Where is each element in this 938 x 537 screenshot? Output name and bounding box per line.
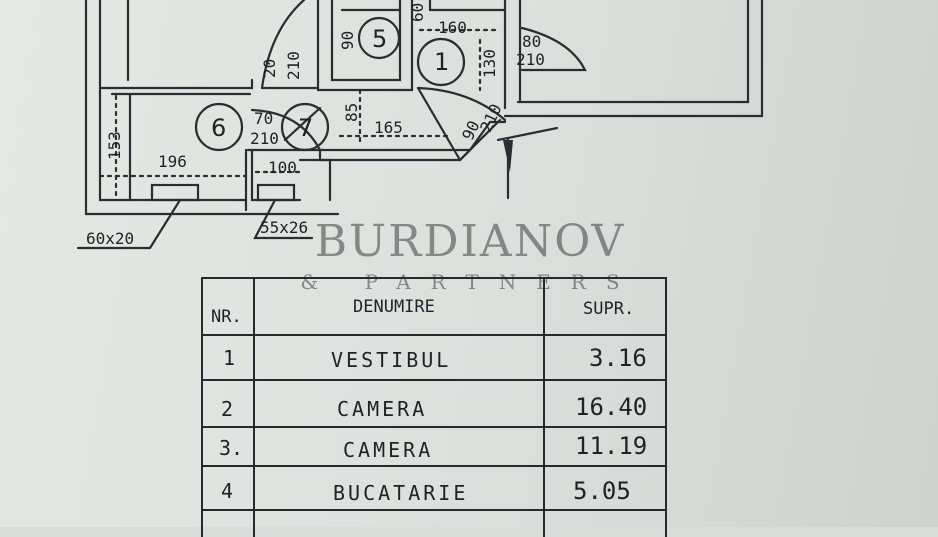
door-arc-room7 [283,106,322,142]
table-header-row: NR. DENUMIRE SUPR. [203,279,665,336]
table-col-divider-2 [543,279,545,537]
row-nr: 4 [221,479,234,503]
leader-55x26 [253,198,314,240]
door-arc-room3 [520,26,587,72]
row-area: 16.40 [575,393,648,421]
dim-label-153: 153 [105,131,124,160]
room-circle-7 [280,102,330,152]
table-row: 4 BUCATARIE 5.05 [203,467,665,511]
dim-label-210-door6: 210 [250,129,279,148]
wall-entrance [468,120,507,152]
dim-label-130: 130 [480,49,499,78]
row-nr: 2 [221,397,234,421]
north-arrow-head [503,140,513,172]
wall-hall-step [318,148,472,162]
dim-label-55x26: 55x26 [260,218,309,237]
dim-label-196: 196 [158,152,187,171]
dim-label-70: 70 [254,109,274,128]
wall-right-room [516,0,750,104]
room-circle-1 [416,37,466,87]
header-area: SUPR. [583,299,635,319]
table-row: 1 VESTIBUL 3.16 [203,336,665,381]
north-arrow-line [496,126,559,142]
row-nr: 1 [223,346,236,370]
door-leaf-entrance [416,86,462,162]
wall-outer-left [84,0,340,216]
wall-room6-top [98,78,254,90]
dim-label-20: 20 [260,58,279,78]
door-arc-room6 [250,108,322,152]
door-arc-entrance [416,86,507,122]
radiator-box-kitchen [150,183,200,202]
dim-label-210-door1: 210 [516,50,545,69]
dim-label-165: 165 [374,118,403,137]
row-area: 11.19 [575,432,648,460]
dim-label-160: 160 [438,18,467,37]
row-name: CAMERA [343,438,434,462]
dim-label-100: 100 [268,158,297,177]
table-row: 3. CAMERA 11.19 [203,428,665,467]
wall-entrance2 [458,118,502,162]
room-number-1: 1 [434,48,450,76]
header-name: DENUMIRE [353,297,435,317]
wall-hall-bottom2 [298,158,332,202]
header-nr: NR. [211,307,242,327]
dim-label-60x20: 60x20 [86,229,135,248]
row-name: VESTIBUL [331,348,452,372]
row-area: 3.16 [589,344,647,372]
dim-label-80: 80 [522,32,542,51]
row-area: 5.05 [573,477,631,505]
room-circle-5 [357,16,401,60]
row-name: CAMERA [337,397,428,421]
table-col-divider-1 [253,279,255,537]
room-number-5: 5 [372,25,388,53]
wall-bath5 [316,0,414,92]
row-name: BUCATARIE [333,481,469,505]
row-nr: 3. [219,436,244,460]
door-arc-room2 [260,0,306,90]
table-row: 2 CAMERA 16.40 [203,381,665,428]
dim-label-60-top: 60 [408,2,427,22]
dim-label-85: 85 [342,102,361,122]
dim-label-210-door2: 210 [284,51,303,80]
room-number-6: 6 [211,114,227,142]
leader-60x20 [76,198,182,250]
dim-label-90: 90 [338,30,357,50]
surface-table: NR. DENUMIRE SUPR. 1 VESTIBUL 3.16 2 CAM… [201,277,667,537]
radiator-box-bath [256,183,296,202]
wall-right-room-outer [503,0,764,118]
room-number-7: 7 [298,114,314,142]
room-circle-6 [194,102,244,152]
